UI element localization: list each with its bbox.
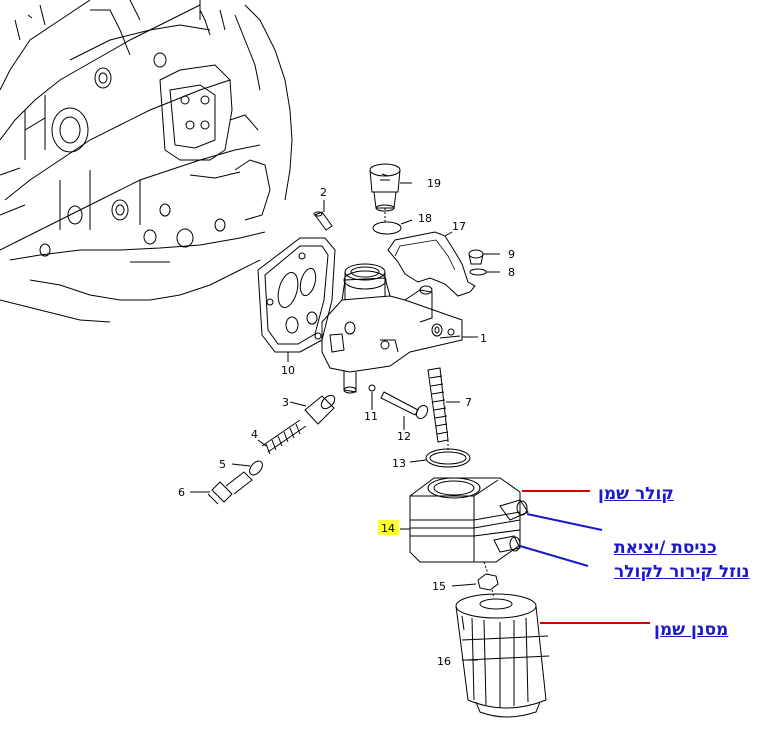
part-label-15: 15: [432, 580, 446, 593]
oil-filter-annotation: מסנן שמן: [654, 620, 729, 640]
valve-3-drawing: [289, 394, 336, 425]
part-label-8: 8: [508, 266, 515, 279]
part-label-17: 17: [452, 220, 466, 233]
part-label-13: 13: [392, 457, 406, 470]
part-label-16: 16: [437, 655, 451, 668]
part-label-19: 19: [427, 177, 441, 190]
spring-4-drawing: [257, 419, 307, 455]
screw-9-drawing: [468, 249, 500, 265]
seal-17-drawing: [387, 231, 476, 297]
washer-8-drawing: [469, 268, 487, 276]
part-label-18: 18: [418, 212, 432, 225]
part-label-11: 11: [364, 410, 378, 423]
part-label-2: 2: [320, 186, 327, 199]
oil-filter-drawing: [455, 593, 550, 718]
part-label-4: 4: [251, 428, 258, 441]
engine-block-drawing: [0, 0, 293, 323]
plug-6-drawing: [190, 471, 253, 505]
part-label-12: 12: [397, 430, 411, 443]
oil-cooler-drawing: [409, 477, 529, 563]
part-label-3: 3: [282, 396, 289, 409]
o-ring-18-drawing: [372, 221, 402, 235]
gasket-drawing: [257, 237, 336, 362]
bolt-11-drawing: [368, 384, 376, 410]
pin-2-drawing: [313, 200, 333, 231]
part-label-1: 1: [480, 332, 487, 345]
stud-7-drawing: [427, 367, 460, 443]
part-label-14: 14: [381, 522, 395, 535]
coolant-callout-line-upper: [526, 513, 603, 531]
washer-5-drawing: [231, 460, 263, 476]
part-label-9: 9: [508, 248, 515, 261]
coolant-callout-line-lower: [519, 545, 589, 567]
part-label-7: 7: [465, 396, 472, 409]
oil-cooler-annotation: קולר שמן: [598, 484, 674, 504]
part-14-highlight: [378, 520, 399, 535]
filter-housing-drawing: [321, 263, 478, 394]
bolt-12-drawing: [380, 391, 429, 430]
coolant-annotation-line-1: כניסת /יציאת: [614, 538, 717, 558]
part-label-5: 5: [219, 458, 226, 471]
coolant-annotation-line-2: נוזל קירור לקולר: [614, 562, 750, 582]
callout-lines: [519, 490, 650, 624]
part-label-10: 10: [281, 364, 295, 377]
nut-15-drawing: [477, 573, 499, 591]
plug-19-drawing: [369, 163, 412, 212]
part-label-6: 6: [178, 486, 185, 499]
